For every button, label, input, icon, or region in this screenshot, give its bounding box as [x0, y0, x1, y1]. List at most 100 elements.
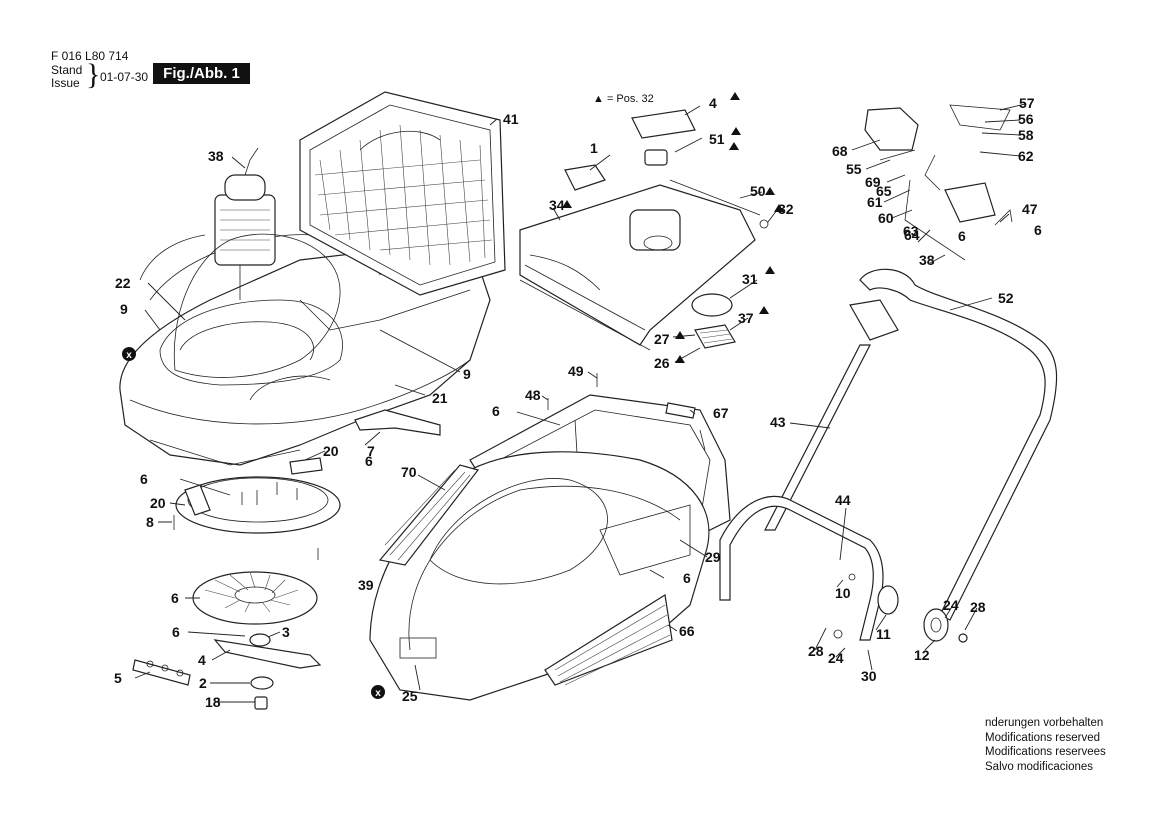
part-number-label: 26 [654, 355, 670, 371]
part-number-label: 21 [432, 390, 448, 406]
part-number-label: 62 [1018, 148, 1034, 164]
part-number-label: 32 [778, 201, 794, 217]
switch-parts [864, 104, 1013, 261]
part-number-label: 63 [903, 223, 919, 239]
part-number-label: 1 [590, 140, 598, 156]
triangle-marker-icon [774, 204, 784, 212]
grass-box-frame [299, 91, 506, 296]
part-number-label: 43 [770, 414, 786, 430]
part-number-label: 50 [750, 183, 766, 199]
main-housing [119, 234, 491, 466]
part-number-label: 38 [208, 148, 224, 164]
part-number-label: 6 [172, 624, 180, 640]
part-number-label: 68 [832, 143, 848, 159]
motor-unit [214, 147, 276, 300]
part-number-label: 55 [846, 161, 862, 177]
part-number-label: 64 [904, 227, 920, 243]
housing-shell [369, 451, 710, 701]
motor-guard [173, 233, 341, 378]
part-number-label: 20 [323, 443, 339, 459]
part-number-label: 37 [738, 310, 754, 326]
fan-housing [175, 457, 341, 534]
part-number-label: 38 [919, 252, 935, 268]
blade-assembly [132, 633, 322, 710]
handle-upper [849, 268, 1058, 621]
part-number-label: 25 [402, 688, 418, 704]
part-number-label: 24 [828, 650, 844, 666]
lid-parts-small [564, 109, 769, 349]
part-number-label: 10 [835, 585, 851, 601]
part-number-label: 57 [1019, 95, 1035, 111]
part-number-label: 6 [1034, 222, 1042, 238]
side-grille-left [378, 464, 480, 566]
part-number-label: 61 [867, 194, 883, 210]
part-number-label: 31 [742, 271, 758, 287]
issue-date: 01-07-30 [100, 70, 149, 84]
part-number-label: 4 [709, 95, 717, 111]
footer-note: Salvo modificaciones [985, 760, 1094, 773]
position-note-text: = Pos. 32 [606, 93, 654, 105]
part-number-label: 70 [401, 464, 417, 480]
triangle-marker-icon [731, 127, 741, 135]
leader-lines [134, 103, 1026, 703]
part-number-label: 58 [1018, 127, 1034, 143]
part-number-label: 20 [150, 495, 166, 511]
part-number-label: 69 [865, 174, 881, 190]
brace-symbol: } [86, 58, 101, 91]
position-note: ▲ = Pos. 32 [593, 93, 654, 105]
part-number-label: 51 [709, 131, 725, 147]
handle-lower [719, 344, 884, 641]
x-marker-glyph: x [126, 350, 132, 361]
footer-note: nderungen vorbehalten [985, 717, 1104, 729]
part-number-label: 18 [205, 694, 221, 710]
part-number-label: 11 [876, 626, 891, 642]
part-number-label: 41 [503, 111, 519, 127]
part-number-label: 4 [198, 652, 206, 668]
part-number-label: 52 [998, 290, 1014, 306]
part-number-label: 9 [120, 301, 128, 317]
triangle-marker-icon [765, 266, 775, 274]
part-number-label: 27 [654, 331, 670, 347]
footer-note: Modifications reserved [985, 731, 1101, 744]
triangle-icon: ▲ [593, 93, 604, 105]
side-grille-right [544, 594, 673, 686]
triangle-marker-icon [675, 331, 685, 339]
part-number-label: 7 [367, 443, 375, 459]
triangle-marker-icon [562, 200, 572, 208]
triangle-marker-icon [730, 92, 740, 100]
triangle-marker-icon [765, 187, 775, 195]
part-number-label: 48 [525, 387, 541, 403]
figure-label: Fig./Abb. 1 [153, 63, 250, 84]
triangle-marker-icon [729, 142, 739, 150]
stand-label: Stand [51, 63, 83, 77]
fan-wheel [192, 571, 318, 625]
issue-label: Issue [51, 76, 80, 90]
part-number-label: 49 [568, 363, 584, 379]
x-marker-icon [122, 347, 136, 361]
part-number-label: 66 [679, 623, 695, 639]
wheels [833, 573, 968, 643]
part-number-label: 44 [835, 492, 851, 508]
part-number-label: 2 [199, 675, 207, 691]
triangle-marker-icon [675, 355, 685, 363]
part-number-label: 5 [114, 670, 122, 686]
grass-box-lid [519, 179, 761, 351]
triangle-marker-icon [759, 306, 769, 314]
part-number-label: 6 [140, 471, 148, 487]
part-number-label: 6 [492, 403, 500, 419]
part-number-label: 3 [282, 624, 290, 640]
part-number-label: 39 [358, 577, 374, 593]
part-number-label: 6 [683, 570, 691, 586]
document-code: F 016 L80 714 [51, 49, 129, 63]
bracket-7 [354, 409, 441, 436]
x-marker-glyph: x [375, 688, 381, 699]
footer-note: Modifications reservees [985, 746, 1106, 758]
label-plate-70 [665, 402, 696, 419]
part-number-label: 65 [876, 183, 892, 199]
part-number-label: 47 [1022, 201, 1038, 217]
x-marker-icon [371, 685, 385, 699]
part-number-label: 28 [808, 643, 824, 659]
part-number-label: 9 [463, 366, 471, 382]
